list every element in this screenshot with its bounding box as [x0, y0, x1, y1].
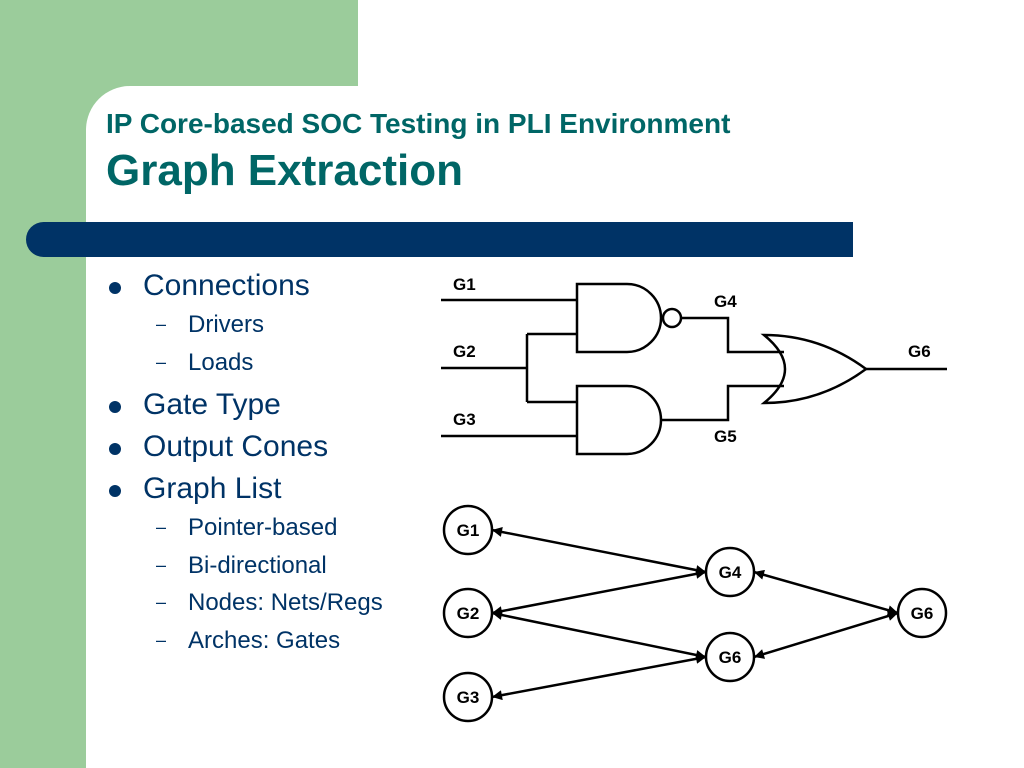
bullet-label: Output Cones — [143, 430, 329, 463]
node-label-g3: G3 — [457, 688, 480, 707]
sub-bullet-label: Pointer-based — [188, 514, 338, 541]
edge-g2-g4 — [491, 568, 707, 617]
edge-g6mid-g6 — [753, 611, 899, 659]
wire-g5 — [661, 384, 784, 422]
node-label-g2: G2 — [457, 604, 480, 623]
nand-bubble — [661, 307, 683, 329]
sub-bullet-label: Arches: Gates — [188, 626, 341, 654]
node-label-g6-middle: G6 — [719, 648, 742, 667]
sub-bullet-pointer-based: – Pointer-based — [143, 509, 430, 547]
bullet-dot-icon — [109, 282, 121, 294]
circuit-label-g3: G3 — [453, 410, 476, 429]
edge-g1-g4 — [491, 527, 707, 575]
slide-title-line1: IP Core-based SOC Testing in PLI Environ… — [106, 108, 731, 139]
graph-node-g4: G4 — [704, 546, 756, 598]
circuit-labels: G1 G2 G3 G4 G5 G6 — [453, 275, 931, 446]
graph-node-g3: G3 — [442, 671, 494, 723]
graph-node-g6-middle: G6 — [704, 631, 756, 683]
graph-nodes: G1 G2 G3 G4 G6 G6 — [442, 504, 948, 723]
green-left-strip — [0, 0, 86, 768]
bullet-graph-list: Graph List –Pointer-based –Bi-directiona… — [100, 471, 430, 659]
sub-bullet-label: Nodes: Nets/Regs — [188, 589, 383, 616]
bullet-dot-icon — [109, 485, 121, 497]
dash-icon: – — [156, 517, 167, 537]
circuit-label-g5: G5 — [714, 427, 737, 446]
title-divider-bar — [26, 222, 853, 257]
bullet-gate-type: Gate Type — [100, 387, 430, 423]
sub-bullet-arches: –Arches: Gates — [143, 622, 430, 660]
dash-icon: – — [156, 592, 167, 612]
graph-node-g1: G1 — [442, 504, 494, 556]
node-label-g6: G6 — [911, 604, 934, 623]
bullet-label: Graph List — [143, 472, 282, 505]
circuit-label-g1: G1 — [453, 275, 476, 294]
wire-g4 — [681, 316, 784, 354]
dash-icon: – — [156, 314, 167, 334]
graph-node-g2: G2 — [442, 587, 494, 639]
dash-icon: – — [156, 629, 167, 650]
bullet-dot-icon — [109, 443, 121, 455]
graph-edges — [491, 527, 899, 701]
sub-list-graph-list: –Pointer-based –Bi-directional –Nodes: N… — [143, 509, 430, 659]
bullet-dot-icon — [109, 401, 121, 413]
wire-g2-branch — [525, 332, 577, 404]
nand-gate — [575, 282, 663, 354]
circuit-label-g2: G2 — [453, 342, 476, 361]
slide-title-line2: Graph Extraction — [106, 146, 463, 195]
circuit-label-g4: G4 — [714, 292, 737, 311]
node-label-g4: G4 — [719, 563, 742, 582]
bullet-label: Gate Type — [143, 388, 281, 421]
sub-bullet-loads: –Loads — [143, 344, 430, 382]
dash-icon: – — [156, 554, 167, 575]
sub-bullet-nodes: – Nodes: Nets/Regs — [143, 584, 430, 622]
sub-bullet-bi-directional: –Bi-directional — [143, 547, 430, 585]
graph-node-g6: G6 — [896, 587, 948, 639]
sub-bullet-label: Drivers — [188, 311, 264, 338]
and-gate — [575, 384, 663, 456]
circuit-schematic — [441, 282, 947, 456]
sub-bullet-drivers: – Drivers — [143, 306, 430, 344]
edge-g2-g6 — [491, 610, 707, 660]
circuit-label-g6: G6 — [908, 342, 931, 361]
bullet-label: Connections — [143, 269, 310, 302]
edge-g3-g6 — [491, 653, 707, 701]
sub-list-connections: –Drivers –Loads — [143, 306, 430, 381]
node-label-g1: G1 — [457, 521, 480, 540]
bullet-output-cones: Output Cones — [100, 429, 430, 465]
dash-icon: – — [156, 351, 167, 372]
edge-g4-g6 — [753, 569, 899, 616]
or-gate — [760, 333, 869, 405]
bullet-connections: Connections –Drivers –Loads — [100, 268, 430, 381]
sub-bullet-label: Loads — [188, 348, 254, 376]
sub-bullet-label: Bi-directional — [188, 551, 327, 579]
bullet-outline: Connections –Drivers –Loads Gate Type Ou… — [100, 268, 430, 659]
